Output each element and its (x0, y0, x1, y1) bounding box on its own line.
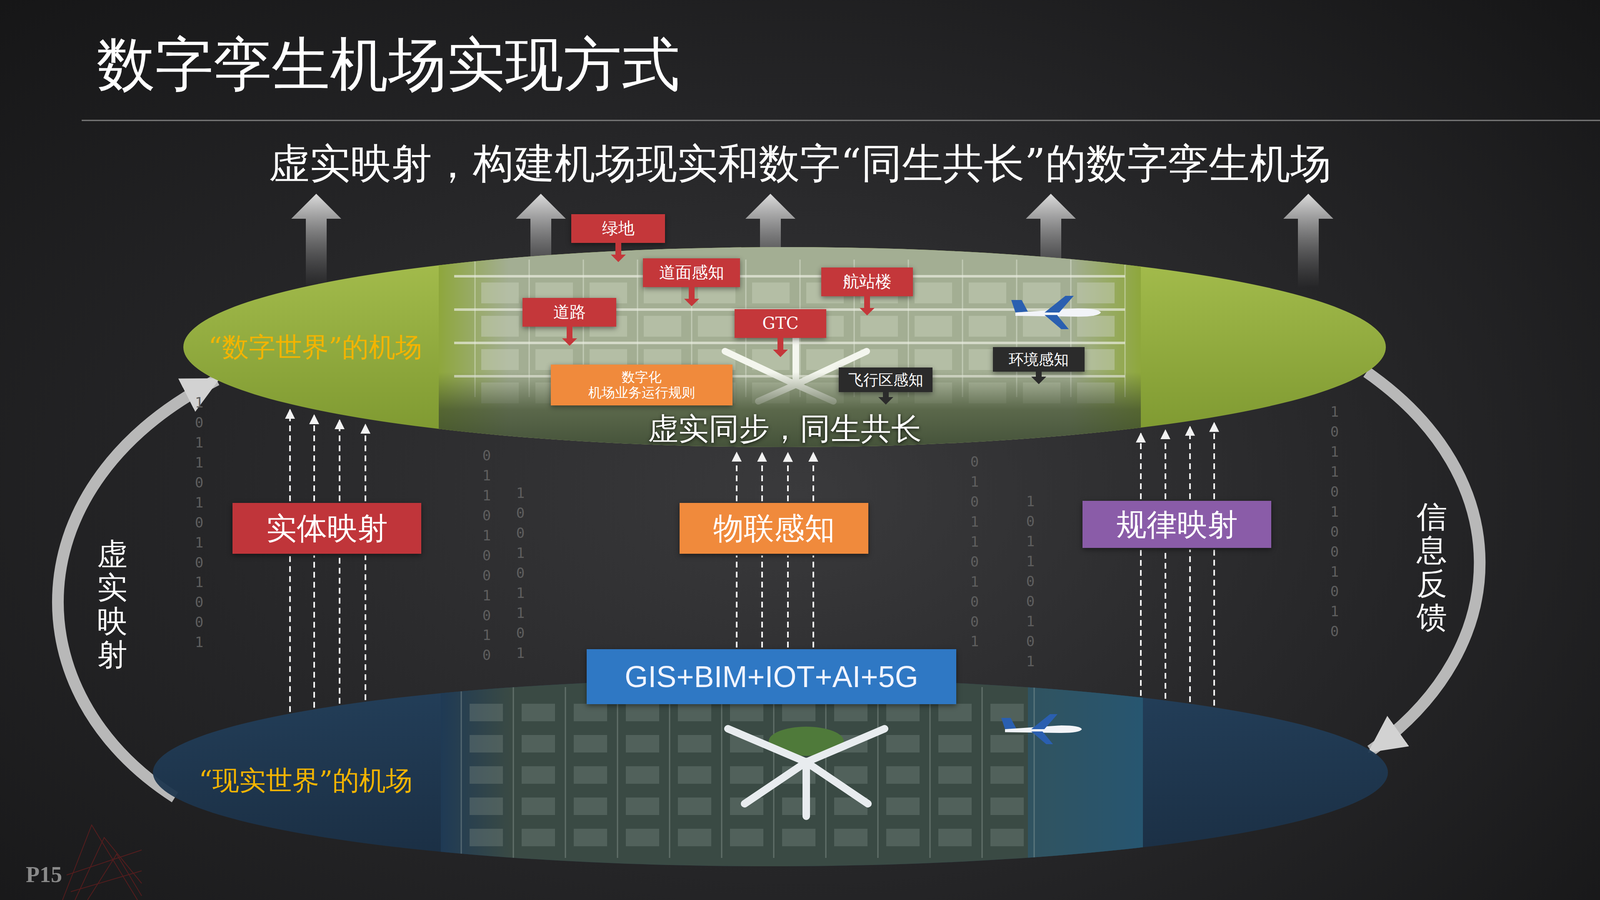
callout-pointer (610, 242, 627, 263)
sensing-arrows (736, 555, 814, 648)
dashed-arrow (1140, 549, 1142, 696)
dashed-arrow (289, 409, 291, 502)
mapping-box: 规律映射 (1082, 500, 1272, 548)
rules-callout: 数字化 机场业务运行规则 (550, 364, 733, 406)
box-text: 环境感知 (1008, 350, 1069, 368)
dashed-arrow (313, 415, 315, 502)
dashed-arrow (1189, 426, 1191, 500)
sensing-arrows (290, 555, 366, 713)
dashed-arrow (1164, 549, 1167, 699)
sensing-callout: 环境感知 (992, 347, 1085, 372)
dashed-arrow (787, 452, 789, 502)
map-callout: 航站楼 (821, 267, 913, 297)
tech-stack-box: GIS+BIM+IOT+AI+5G (586, 649, 957, 705)
binary-column: 1011010101001 (192, 392, 207, 653)
page-title: 数字孪生机场实现方式 (96, 32, 680, 97)
binary-column: 101101001010 (1327, 402, 1342, 642)
box-text: GTC (762, 314, 799, 333)
map-callout: 绿地 (571, 214, 665, 243)
dashed-arrow (1213, 549, 1215, 706)
feedback-arc (57, 380, 217, 798)
binary-column: 0101101001 (967, 452, 982, 652)
dashed-arrow (1140, 433, 1142, 500)
sensing-arrows (1140, 422, 1215, 500)
dashed-arrow (364, 555, 367, 700)
airplane (1011, 295, 1101, 330)
world-label: “数字世界”的机场 (208, 333, 423, 361)
sensing-arrows (736, 452, 814, 502)
box-text: GIS+BIM+IOT+AI+5G (624, 659, 918, 695)
title-rule (81, 120, 1600, 122)
box-text: 绿地 (602, 219, 635, 238)
world-ellipse (152, 678, 1388, 867)
callout-pointer-shape (1031, 371, 1047, 385)
wireframe (62, 825, 142, 900)
callout-pointer (561, 326, 578, 346)
box-text: 物联感知 (713, 510, 835, 546)
callout-pointer-shape (610, 242, 626, 263)
dashed-arrow (289, 555, 291, 713)
digital-world-ellipse: “数字世界”的机场虚实同步，同生共长绿地道面感知航站楼道路GTC数字化 机场业务… (183, 247, 1386, 448)
callout-pointer (683, 287, 700, 307)
dashed-arrow (735, 555, 738, 648)
dashed-arrow (761, 452, 763, 502)
map-callout: 道路 (522, 297, 617, 327)
sensing-arrows (290, 409, 366, 502)
map-callout: 道面感知 (642, 258, 740, 288)
callout-pointer-shape (878, 392, 894, 405)
subtitle: 虚实映射，构建机场现实和数字“同生共长”的数字孪生机场 (0, 140, 1600, 188)
binary-column: 101100101 (1023, 491, 1038, 672)
map-callout: GTC (734, 309, 827, 338)
box-text: 道面感知 (659, 263, 725, 283)
callout-pointer-shape (562, 326, 578, 346)
box-text: 航站楼 (842, 272, 892, 292)
callout-pointer (1030, 371, 1048, 385)
box-text: 道路 (553, 302, 586, 322)
dashed-arrow (338, 420, 341, 502)
callout-pointer (877, 392, 895, 405)
box-text: 飞行区感知 (848, 371, 924, 389)
world-ellipse (183, 247, 1386, 448)
sync-label: 虚实同步，同生共长 (183, 413, 1386, 444)
edge-label: 虚实映射 (97, 537, 128, 672)
dashed-arrow (1164, 430, 1167, 500)
callout-pointer-shape (772, 337, 788, 358)
box-text: 数字化 机场业务运行规则 (567, 369, 716, 401)
world-label: “现实世界”的机场 (198, 767, 413, 794)
dashed-arrow (735, 452, 738, 502)
dashed-arrow (1213, 422, 1215, 500)
dashed-arrow (812, 452, 815, 502)
rise-arrow (1283, 193, 1334, 288)
rise-arrow (291, 193, 342, 288)
mapping-box: 物联感知 (679, 502, 869, 554)
dashed-arrow (338, 555, 341, 704)
binary-column: 100101101 (513, 483, 528, 663)
real-world-ellipse: “现实世界”的机场GIS+BIM+IOT+AI+5G (152, 678, 1388, 867)
callout-pointer (858, 296, 876, 316)
sensing-arrows (1140, 549, 1215, 706)
feedback-arc (1366, 372, 1480, 751)
airport-photo (440, 678, 1143, 867)
mapping-box: 实体映射 (232, 502, 422, 554)
box-text: 规律映射 (1116, 507, 1238, 543)
callout-pointer (772, 337, 789, 358)
edge-label: 信息反馈 (1416, 500, 1448, 634)
dashed-arrow (787, 555, 789, 648)
dashed-arrow (364, 424, 367, 502)
page-number: P15 (25, 861, 63, 888)
dashed-arrow (1189, 549, 1191, 703)
box-text: 实体映射 (266, 510, 388, 546)
dashed-arrow (761, 555, 763, 648)
sensing-callout: 飞行区感知 (838, 367, 933, 393)
binary-column: 01101001010 (479, 445, 494, 666)
callout-pointer-shape (859, 296, 875, 316)
dashed-arrow (313, 555, 315, 708)
callout-pointer-shape (684, 287, 700, 307)
dashed-arrow (812, 555, 815, 648)
airplane (1001, 714, 1083, 745)
